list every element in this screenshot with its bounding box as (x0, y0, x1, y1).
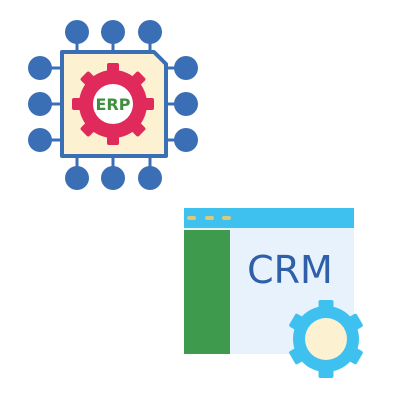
erp-chip-icon: ERP (28, 20, 198, 190)
crm-window-icon: CRM (184, 208, 363, 378)
gear-tooth (289, 313, 304, 331)
crm-gear-icon (289, 300, 363, 378)
erp-gear-center (93, 84, 133, 124)
gear-tooth (348, 347, 363, 365)
crm-label: CRM (247, 248, 333, 292)
gear-tooth (348, 313, 363, 331)
crm-title-dots (187, 216, 231, 220)
erp-pin-dots (28, 20, 198, 190)
crm-title-bar (184, 208, 354, 228)
crm-sidebar (184, 230, 230, 354)
gear-tooth (289, 347, 304, 365)
erp-label: ERP (96, 95, 131, 114)
crm-gear-center (305, 318, 347, 360)
erp-gear-icon (72, 63, 154, 145)
